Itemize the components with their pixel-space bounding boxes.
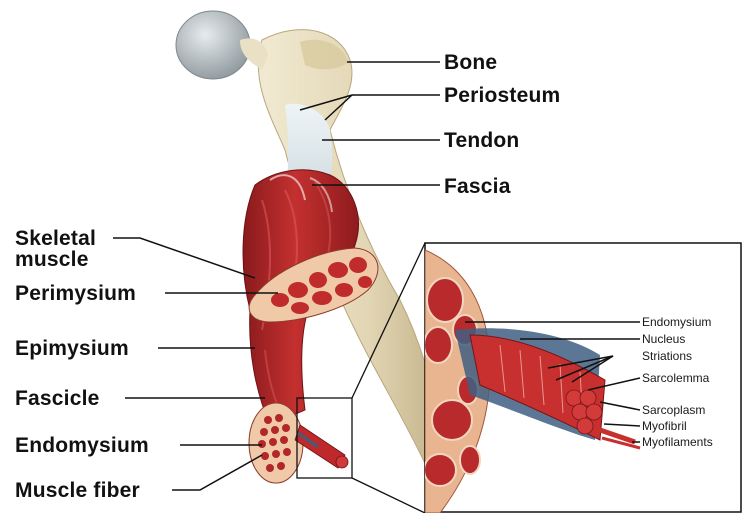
label-tendon: Tendon xyxy=(444,130,519,151)
label-fascia: Fascia xyxy=(444,176,511,197)
label-periosteum: Periosteum xyxy=(444,85,560,106)
label-epimysium: Epimysium xyxy=(15,338,129,359)
inset-label-sarcolemma: Sarcolemma xyxy=(642,372,709,384)
inset-label-myofilaments: Myofilaments xyxy=(642,436,713,448)
femoral-head xyxy=(176,11,250,79)
label-endomysium: Endomysium xyxy=(15,435,149,456)
inset-label-striations: Striations xyxy=(642,350,692,362)
label-muscle: muscle xyxy=(15,249,89,270)
label-skeletal: Skeletal xyxy=(15,228,96,249)
label-perimysium: Perimysium xyxy=(15,283,136,304)
label-muscle-fiber: Muscle fiber xyxy=(15,480,140,501)
inset-label-nucleus: Nucleus xyxy=(642,333,685,345)
inset-label-endomysium: Endomysium xyxy=(642,316,711,328)
label-bone: Bone xyxy=(444,52,497,73)
inset-label-myofibril: Myofibril xyxy=(642,420,687,432)
fascicle-section xyxy=(249,403,303,483)
inset-label-sarcoplasm: Sarcoplasm xyxy=(642,404,705,416)
label-fascicle: Fascicle xyxy=(15,388,100,409)
